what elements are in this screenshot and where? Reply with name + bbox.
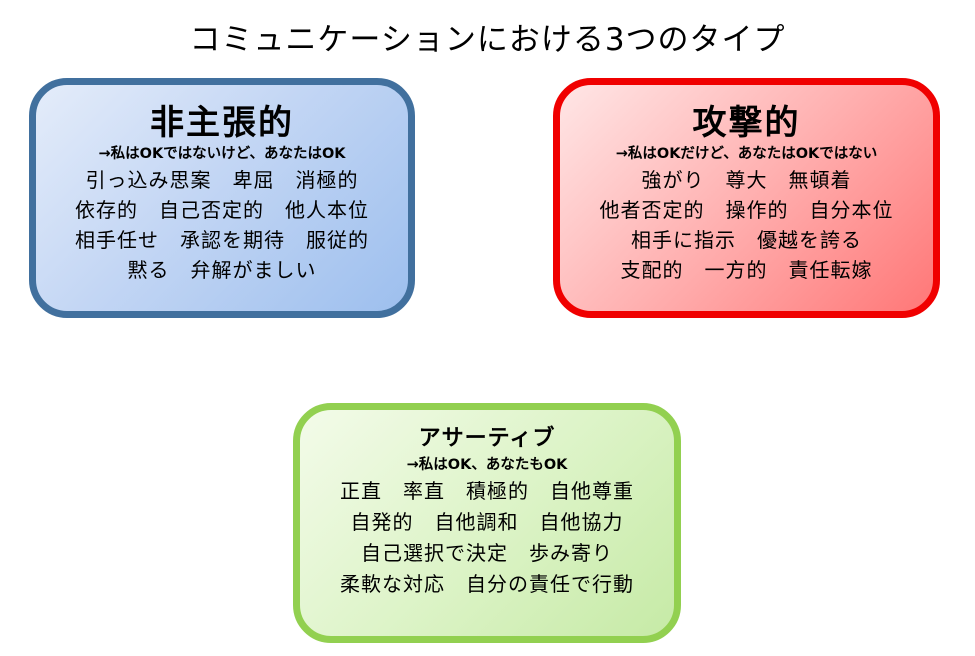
assertive-subtitle: →私はOK、あなたもOK: [406, 457, 568, 473]
non-assertive-subtitle: →私はOKではないけど、あなたはOK: [98, 146, 346, 162]
aggressive-line: 支配的 一方的 責任転嫁: [620, 258, 873, 282]
aggressive-box: 攻撃的 →私はOKだけど、あなたはOKではない 強がり 尊大 無頓着 他者否定的…: [553, 78, 940, 318]
aggressive-subtitle: →私はOKだけど、あなたはOKではない: [615, 146, 878, 162]
aggressive-line: 強がり 尊大 無頓着: [641, 168, 852, 192]
non-assertive-line: 依存的 自己否定的 他人本位: [75, 198, 369, 222]
page-title: コミュニケーションにおける3つのタイプ: [189, 22, 786, 58]
assertive-line: 柔軟な対応 自分の責任で行動: [340, 572, 634, 596]
aggressive-line: 相手に指示 優越を誇る: [631, 228, 862, 252]
non-assertive-line: 黙る 弁解がましい: [127, 258, 317, 282]
assertive-box: アサーティブ →私はOK、あなたもOK 正直 率直 積極的 自他尊重 自発的 自…: [293, 403, 681, 643]
assertive-title: アサーティブ: [418, 426, 556, 451]
non-assertive-box: 非主張的 →私はOKではないけど、あなたはOK 引っ込み思案 卑屈 消極的 依存…: [29, 78, 415, 318]
assertive-line: 正直 率直 積極的 自他尊重: [340, 479, 634, 503]
non-assertive-line: 相手任せ 承認を期待 服従的: [75, 228, 369, 252]
non-assertive-line: 引っ込み思案 卑屈 消極的: [85, 168, 359, 192]
assertive-line: 自己選択で決定 歩み寄り: [361, 541, 613, 565]
non-assertive-title: 非主張的: [150, 103, 294, 143]
aggressive-title: 攻撃的: [692, 103, 801, 143]
assertive-line: 自発的 自他調和 自他協力: [350, 510, 624, 534]
aggressive-line: 他者否定的 操作的 自分本位: [599, 198, 894, 222]
